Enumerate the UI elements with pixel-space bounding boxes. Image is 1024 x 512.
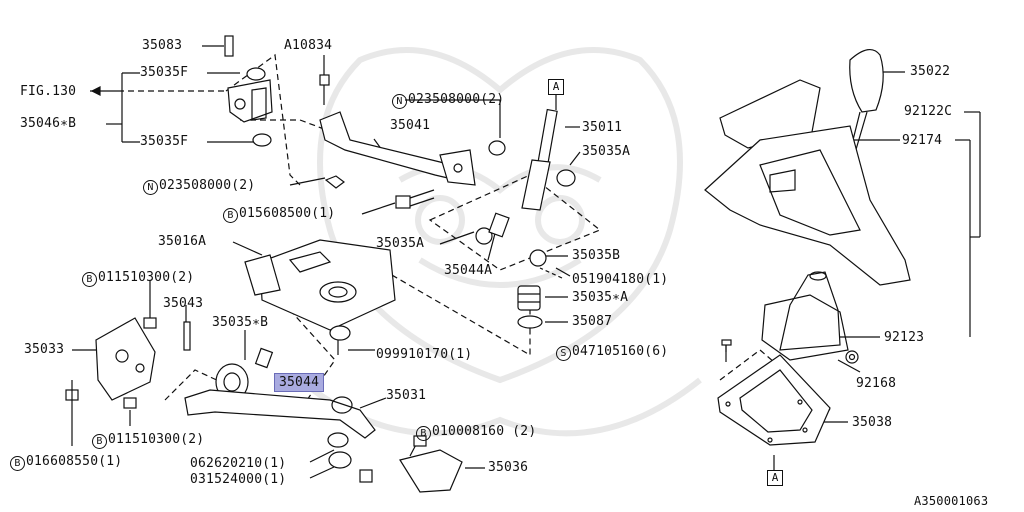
b-marker-icon: B — [10, 456, 25, 471]
label-fig-ref: FIG.130 — [20, 84, 77, 99]
label-35035A-right: 35035A — [582, 144, 631, 159]
part-number-text: 011510300(2) — [98, 270, 195, 285]
label-35035F-bottom: 35035F — [140, 134, 189, 149]
label-35036: 35036 — [488, 460, 529, 475]
label-35035starB: 35035∗B — [212, 315, 269, 330]
label-35035B: 35035B — [572, 248, 621, 263]
label-031524000: 031524000(1) — [190, 472, 287, 487]
label-35043: 35043 — [163, 296, 204, 311]
label-35011: 35011 — [582, 120, 623, 135]
label-35016A: 35016A — [158, 234, 207, 249]
n-marker-icon: N — [143, 180, 158, 195]
label-35022: 35022 — [910, 64, 951, 79]
part-number-text: 015608500(1) — [239, 206, 336, 221]
part-number-text: 047105160(6) — [572, 344, 669, 359]
label-35035A-left: 35035A — [376, 236, 425, 251]
label-099910170: 099910170(1) — [376, 347, 473, 362]
label-35087: 35087 — [572, 314, 613, 329]
part-number-text: 023508000(2) — [408, 92, 505, 107]
b-marker-icon: B — [92, 434, 107, 449]
label-35046B: 35046∗B — [20, 116, 77, 131]
b-marker-icon: B — [416, 426, 431, 441]
label-35044A: 35044A — [444, 263, 493, 278]
label-92123: 92123 — [884, 330, 925, 345]
label-92174: 92174 — [902, 133, 943, 148]
b-marker-icon: B — [82, 272, 97, 287]
part-number-text: 016608550(1) — [26, 454, 123, 469]
label-92168: 92168 — [856, 376, 897, 391]
diagram-id: A350001063 — [914, 494, 989, 508]
s-marker-icon: S — [556, 346, 571, 361]
label-35035F-top: 35035F — [140, 65, 189, 80]
label-A10834: A10834 — [284, 38, 333, 53]
label-062620210: 062620210(1) — [190, 456, 287, 471]
b-marker-icon: B — [223, 208, 238, 223]
label-35041: 35041 — [390, 118, 431, 133]
part-number-text: 011510300(2) — [108, 432, 205, 447]
label-92122C: 92122C — [904, 104, 953, 119]
label-35033: 35033 — [24, 342, 65, 357]
part-number-text: 010008160 (2) — [432, 424, 537, 439]
reference-box-a-bottom: A — [767, 470, 783, 486]
n-marker-icon: N — [392, 94, 407, 109]
label-35038: 35038 — [852, 415, 893, 430]
label-35035starA: 35035∗A — [572, 290, 629, 305]
label-35083: 35083 — [142, 38, 183, 53]
reference-box-a-top: A — [548, 79, 564, 95]
label-35044-highlighted[interactable]: 35044 — [274, 373, 325, 392]
label-051904180: 051904180(1) — [572, 272, 669, 287]
label-35031: 35031 — [386, 388, 427, 403]
part-number-text: 023508000(2) — [159, 178, 256, 193]
